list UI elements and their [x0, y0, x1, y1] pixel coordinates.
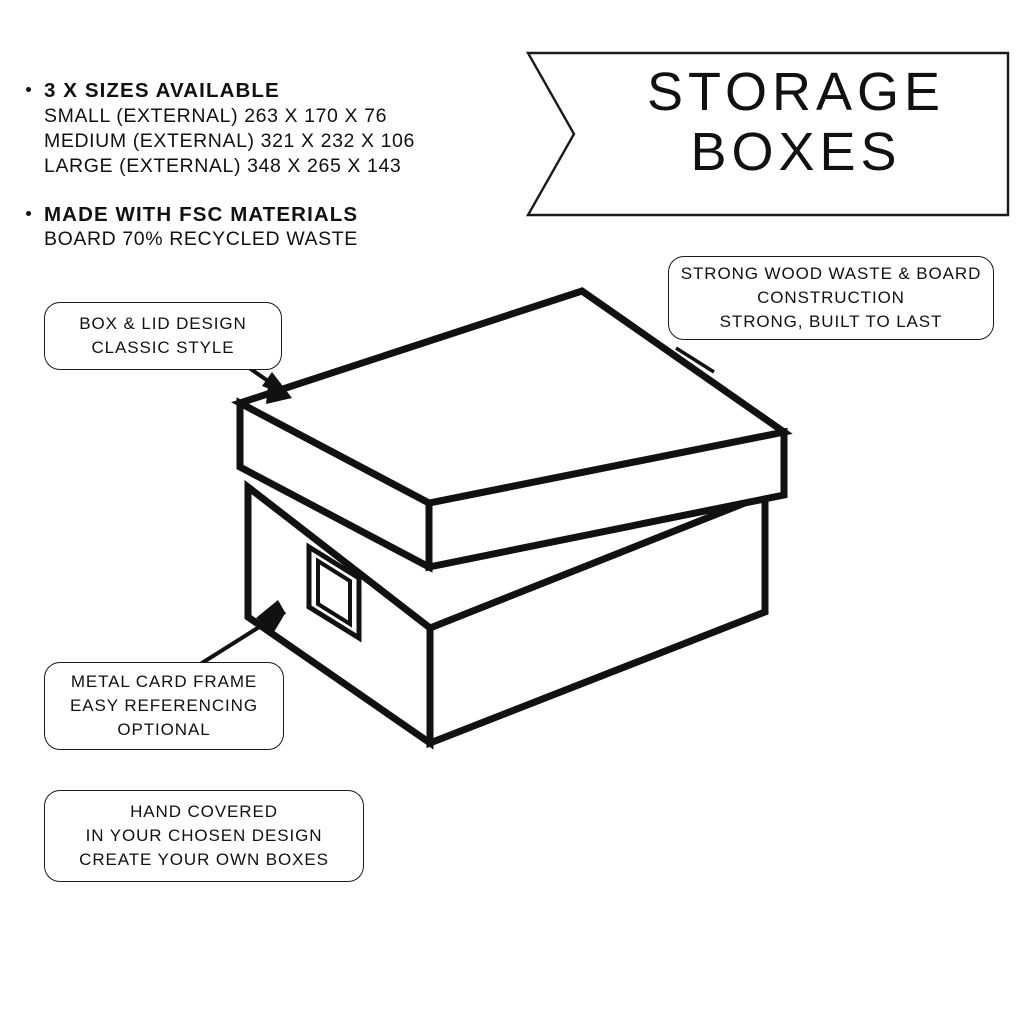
- bullet-icon: [26, 87, 31, 92]
- callout-metal-card-frame[interactable]: METAL CARD FRAME EASY REFERENCING OPTION…: [44, 662, 284, 750]
- callout-line: CREATE YOUR OWN BOXES: [79, 850, 329, 870]
- callout-material-construction[interactable]: STRONG WOOD WASTE & BOARD CONSTRUCTION S…: [668, 256, 994, 340]
- title-banner: STORAGE BOXES: [520, 40, 1016, 226]
- callout-line: EASY REFERENCING: [70, 695, 258, 715]
- callout-line: STRONG, BUILT TO LAST: [719, 312, 943, 332]
- spec-group-sizes: 3 X SIZES AVAILABLE SMALL (EXTERNAL) 263…: [22, 78, 462, 180]
- callout-line: STRONG WOOD WASTE & BOARD: [680, 263, 982, 283]
- spec-group-materials: MADE WITH FSC MATERIALS BOARD 70% RECYCL…: [22, 202, 462, 253]
- spec-heading-materials: MADE WITH FSC MATERIALS: [22, 202, 462, 228]
- product-spec-list: 3 X SIZES AVAILABLE SMALL (EXTERNAL) 263…: [22, 78, 462, 275]
- banner-ribbon-shape: [525, 51, 1010, 217]
- callout-hand-covered-design[interactable]: HAND COVERED IN YOUR CHOSEN DESIGN CREAT…: [44, 790, 364, 882]
- callout-line: METAL CARD FRAME: [70, 671, 258, 691]
- arrow-to-material: [675, 346, 715, 374]
- metal-card-frame-inner: [316, 557, 352, 628]
- box-body-right-face: [426, 489, 769, 749]
- page-title-line-1: STORAGE: [646, 62, 946, 122]
- spec-size-medium: MEDIUM (EXTERNAL) 321 X 232 X 106: [44, 129, 415, 152]
- metal-card-frame: [306, 542, 362, 643]
- callout-line: CONSTRUCTION: [757, 287, 905, 307]
- spec-board-recycled: BOARD 70% RECYCLED WASTE: [44, 228, 358, 251]
- callout-line: CLASSIC STYLE: [91, 338, 235, 357]
- box-lid-right-face: [425, 427, 788, 572]
- spec-heading-text: MADE WITH FSC MATERIALS: [44, 202, 359, 226]
- callout-line: IN YOUR CHOSEN DESIGN: [85, 825, 323, 845]
- callout-line: OPTIONAL: [117, 720, 211, 740]
- box-lid-left-face: [236, 397, 433, 573]
- callout-line: HAND COVERED: [130, 801, 278, 821]
- arrow-to-card-frame: [192, 600, 286, 670]
- bullet-icon: [26, 210, 31, 216]
- metal-card-frame-outer: [306, 542, 362, 643]
- spec-size-large: LARGE (EXTERNAL) 348 X 265 X 143: [44, 155, 402, 178]
- spec-size-small: SMALL (EXTERNAL) 263 X 170 X 76: [44, 104, 388, 127]
- callout-line: BOX & LID DESIGN: [79, 313, 247, 333]
- spec-heading-sizes: 3 X SIZES AVAILABLE: [22, 78, 462, 104]
- page-title: STORAGE BOXES: [586, 62, 1006, 183]
- spec-heading-text: 3 X SIZES AVAILABLE: [44, 79, 280, 102]
- page-title-line-2: BOXES: [690, 122, 902, 183]
- callout-box-lid-design[interactable]: BOX & LID DESIGN CLASSIC STYLE: [44, 302, 282, 370]
